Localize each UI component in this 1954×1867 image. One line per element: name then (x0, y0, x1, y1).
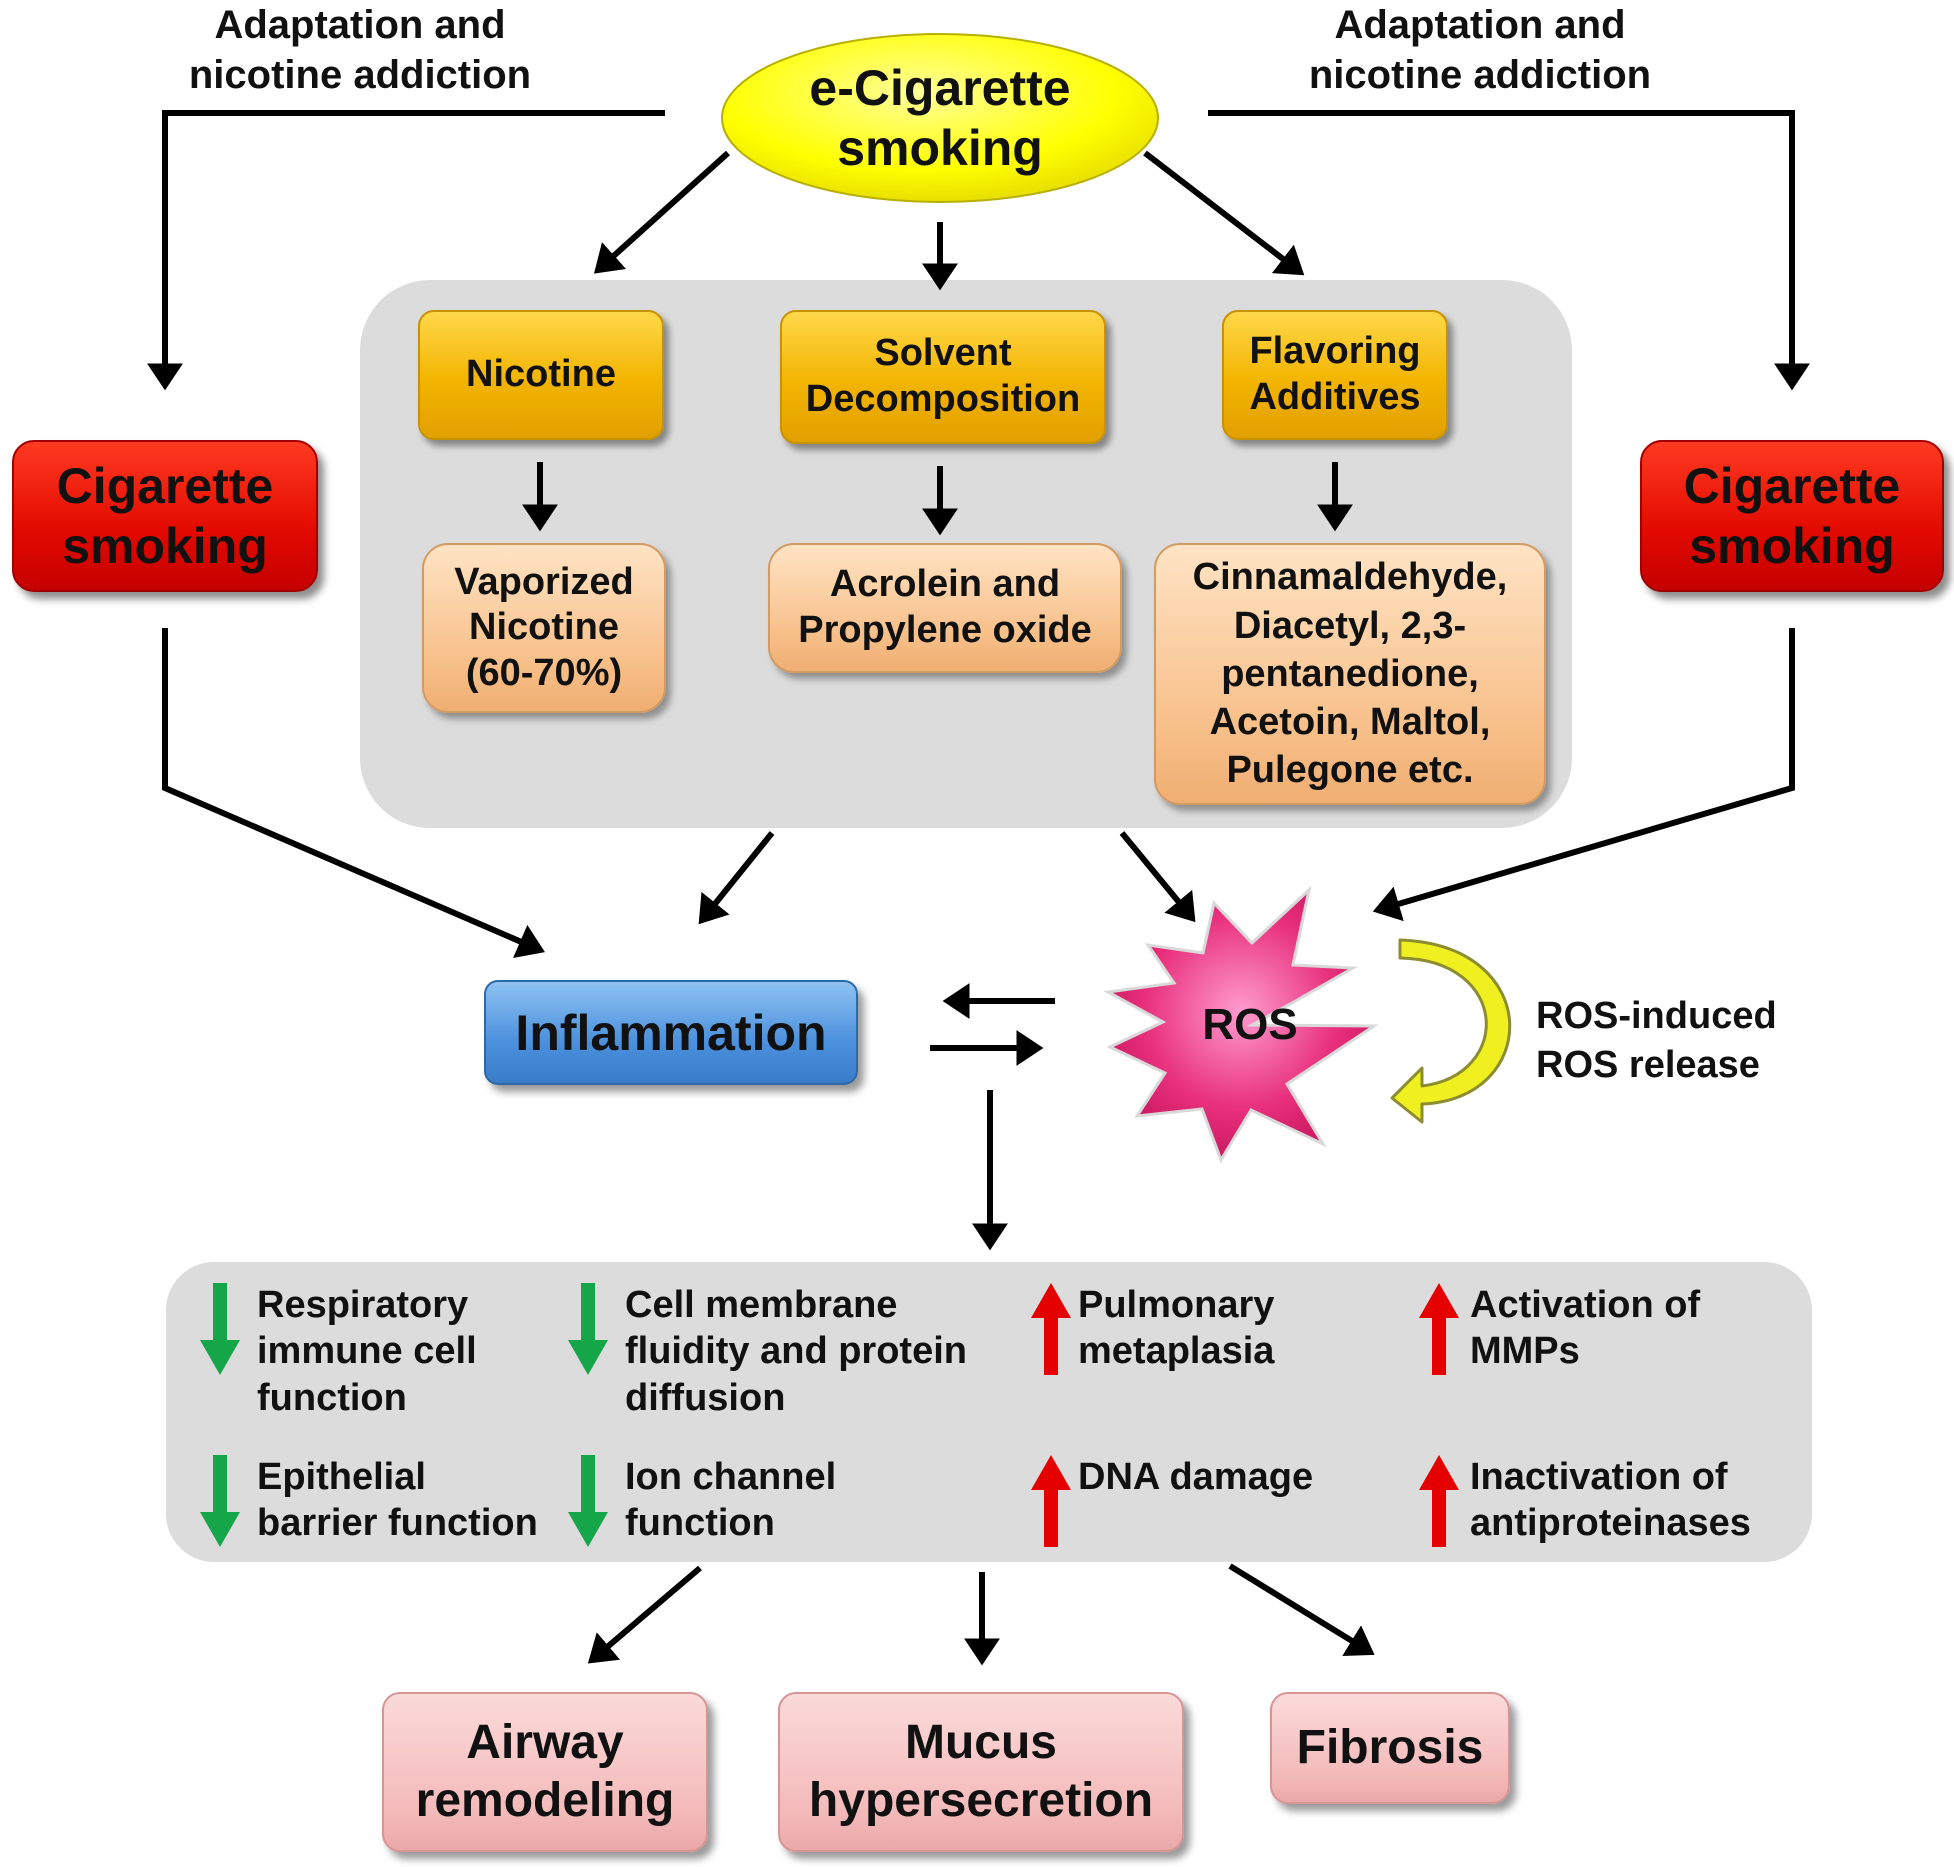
ecig-ellipse (721, 33, 1159, 203)
arrow-ecig-to-flavoring (1143, 150, 1305, 276)
outcome-mucus-hypersecretion: Mucus hypersecretion (778, 1692, 1184, 1852)
outcome-airway-remodeling: Airway remodeling (382, 1692, 708, 1852)
product-vaporized-nicotine: Vaporized Nicotine (60-70%) (422, 543, 666, 713)
outcome-fibrosis: Fibrosis (1270, 1692, 1510, 1804)
product-acrolein: Acrolein and Propylene oxide (768, 543, 1122, 673)
ros-label: ROS (1202, 999, 1298, 1049)
component-solvent: Solvent Decomposition (780, 310, 1106, 444)
down-arrow-6 (568, 1455, 608, 1547)
ecig-label: e-Cigarette smoking (809, 60, 1071, 176)
ros-starburst (1103, 885, 1379, 1164)
ros-loop-arrow (1390, 938, 1512, 1124)
arrow-adaptation-left (147, 110, 665, 391)
effect-direction-arrows (200, 1283, 1459, 1547)
arrow-panel-to-ros (1119, 831, 1196, 923)
effect-dna-damage: DNA damage (1078, 1456, 1314, 1498)
down-arrow-2 (568, 1283, 608, 1375)
up-arrow-3 (1031, 1283, 1071, 1375)
effects-panel (166, 1262, 1812, 1562)
arrow-adaptation-right (1208, 110, 1810, 391)
component-nicotine: Nicotine (418, 310, 664, 440)
arrow-ecig-to-nicotine (593, 150, 731, 274)
arrow-cigarette-right-to-ros (1372, 628, 1795, 922)
effect-respiratory-immune: Respiratory immune cell function (257, 1284, 477, 1419)
arrow-panel-to-inflammation (698, 831, 775, 925)
ros-loop-label: ROS-induced ROS release (1536, 995, 1777, 1086)
cigarette-smoking-left: Cigarette smoking (12, 440, 318, 592)
down-arrow-5 (200, 1455, 240, 1547)
arrow-effects-to-airway (587, 1565, 702, 1664)
arrow-cigarette-left-to-inflammation (162, 628, 545, 958)
up-arrow-7 (1031, 1455, 1071, 1547)
adaptation-right-label: Adaptation and nicotine addiction (1308, 3, 1652, 97)
product-flavoring-chemicals: Cinnamaldehyde, Diacetyl, 2,3- pentanedi… (1154, 543, 1546, 805)
effect-ion-channel: Ion channel function (625, 1456, 837, 1545)
down-arrow-1 (200, 1283, 240, 1375)
inflammation-box: Inflammation (484, 980, 858, 1085)
up-arrow-8 (1419, 1455, 1459, 1547)
cigarette-smoking-right: Cigarette smoking (1640, 440, 1944, 592)
arrow-effects-to-fibrosis (1228, 1563, 1375, 1657)
component-flavoring: Flavoring Additives (1222, 310, 1448, 440)
effect-epithelial-barrier: Epithelial barrier function (257, 1456, 538, 1545)
effect-pulmonary-metaplasia: Pulmonary metaplasia (1078, 1284, 1275, 1373)
adaptation-left-label: Adaptation and nicotine addiction (188, 3, 532, 97)
effect-activation-mmps: Activation of MMPs (1470, 1284, 1701, 1373)
effect-cell-membrane: Cell membrane fluidity and protein diffu… (625, 1284, 967, 1419)
up-arrow-4 (1419, 1283, 1459, 1375)
effect-inactivation-antiproteinases: Inactivation of antiproteinases (1470, 1456, 1751, 1545)
